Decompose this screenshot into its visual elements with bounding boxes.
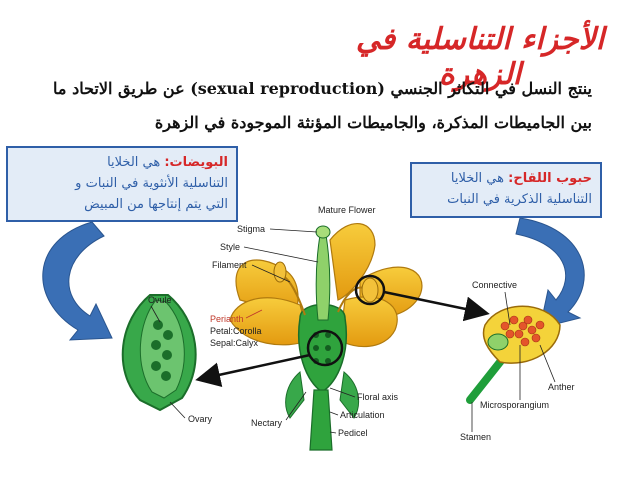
label-connective: Connective — [472, 280, 517, 290]
anther-highlight-circle — [354, 274, 386, 306]
label-ovary: Ovary — [188, 414, 213, 424]
ovule-definition-box: البويضات: هي الخلايا التناسلية الأنثوية … — [6, 146, 238, 222]
label-filament: Filament — [212, 260, 247, 270]
ovule-arrow — [42, 221, 113, 341]
label-stigma: Stigma — [237, 224, 265, 234]
intro-text: ينتج النسل في التكاثر الجنسي (sexual rep… — [40, 72, 592, 140]
label-sepal: Sepal:Calyx — [210, 338, 259, 348]
ovule-line-3: التي يتم إنتاجها من المبيض — [84, 197, 228, 212]
ovule-line-1: هي الخلايا — [107, 155, 161, 170]
intro-line-1: ينتج النسل في التكاثر الجنسي (sexual rep… — [53, 79, 592, 98]
pollen-line-1: هي الخلايا — [450, 171, 504, 186]
label-stamen: Stamen — [460, 432, 491, 442]
ovule-line-2: التناسلية الأنثوية في النبات و — [75, 176, 228, 191]
label-mature-flower: Mature Flower — [318, 205, 376, 215]
label-nectary: Nectary — [251, 418, 283, 428]
page-title: الأجزاء التناسلية في الزهرة — [355, 22, 605, 92]
label-pedicel: Pedicel — [338, 428, 368, 438]
ovule-keyword: البويضات: — [164, 155, 228, 170]
label-anther: Anther — [548, 382, 575, 392]
stamen-section — [466, 305, 561, 404]
intro-line-2: بين الجاميطات المذكرة، والجاميطات المؤنث… — [154, 113, 592, 132]
label-ovule: Ovule — [148, 295, 172, 305]
arrow-to-ovary — [195, 353, 311, 388]
pollen-definition-box: حبوب اللقاح: هي الخلايا التناسلية الذكري… — [410, 162, 602, 218]
label-microsporangium: Microsporangium — [480, 400, 549, 410]
label-style: Style — [220, 242, 240, 252]
label-floral-axis: Floral axis — [357, 392, 399, 402]
pollen-arrow — [515, 217, 585, 329]
label-petal: Petal:Corolla — [210, 326, 262, 336]
pollen-line-2: التناسلية الذكرية في النبات — [447, 192, 592, 207]
mature-flower — [229, 223, 423, 451]
ovary-section — [121, 294, 197, 412]
ovary-highlight-circle — [306, 329, 344, 367]
pollen-keyword: حبوب اللقاح: — [508, 171, 592, 186]
label-perianth: Perianth — [210, 314, 244, 324]
arrow-to-stamen — [383, 290, 490, 322]
label-articulation: Articulation — [340, 410, 385, 420]
